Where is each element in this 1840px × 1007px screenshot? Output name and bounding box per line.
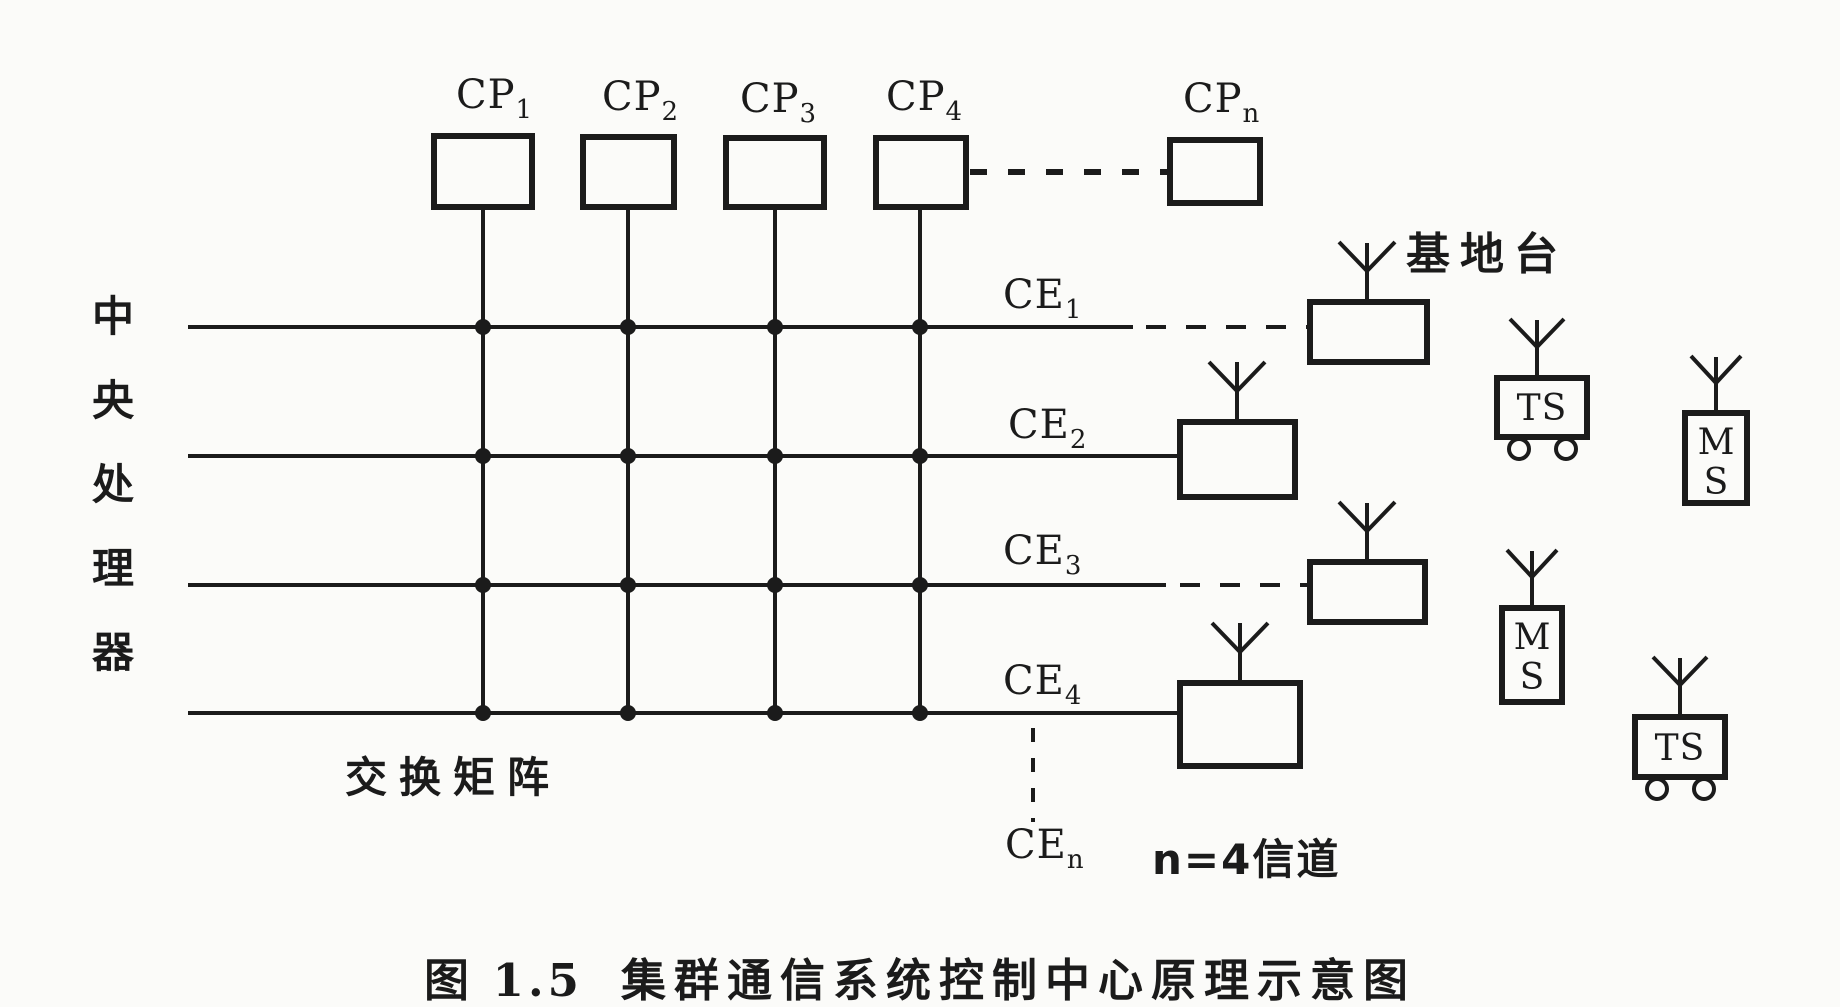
ce4-label: CE4 bbox=[1003, 658, 1081, 711]
terminal-station-1-label: TS bbox=[1516, 388, 1568, 429]
cp3-label-base: CP bbox=[740, 76, 800, 122]
cp3-box bbox=[723, 135, 827, 210]
ce1-label-sub: 1 bbox=[1064, 295, 1082, 325]
cp4-label: CP4 bbox=[886, 74, 962, 127]
ce4-label-sub: 4 bbox=[1064, 681, 1082, 711]
junction-dot bbox=[475, 319, 491, 335]
mobile-station-2-label: M S bbox=[1502, 618, 1562, 698]
cpn-label: CPn bbox=[1183, 76, 1259, 129]
crosspoint-dots bbox=[475, 319, 928, 721]
terminal-station-2-wheel bbox=[1692, 777, 1716, 801]
central-processor-char: 器 bbox=[91, 628, 134, 677]
terminal-station-1-box bbox=[1494, 375, 1590, 440]
cen-label-base: CE bbox=[1005, 822, 1067, 868]
base-station-2-antenna-icon bbox=[1207, 360, 1267, 422]
ce1-label-base: CE bbox=[1003, 272, 1065, 318]
junction-dot bbox=[912, 577, 928, 593]
junction-dot bbox=[475, 448, 491, 464]
cp2-label-sub: 2 bbox=[661, 97, 679, 127]
cp2-label: CP2 bbox=[602, 74, 678, 127]
mobile-station-1-label-m: M bbox=[1697, 422, 1735, 463]
terminal-station-1-wheel bbox=[1554, 437, 1578, 461]
terminal-station-1-antenna-icon bbox=[1508, 317, 1566, 378]
ce4-label-base: CE bbox=[1003, 658, 1065, 704]
terminal-station-2-label: TS bbox=[1654, 728, 1706, 769]
junction-dot bbox=[767, 577, 783, 593]
junction-dot bbox=[475, 705, 491, 721]
cp1-label: CP1 bbox=[456, 72, 532, 125]
cp1-box bbox=[431, 133, 535, 210]
cpn-label-base: CP bbox=[1183, 76, 1243, 122]
junction-dot bbox=[475, 577, 491, 593]
base-station-3-box bbox=[1307, 559, 1428, 625]
ce2-label-base: CE bbox=[1008, 402, 1070, 448]
mobile-station-2-label-m: M bbox=[1513, 617, 1551, 658]
cp4-label-base: CP bbox=[886, 74, 946, 120]
junction-dot bbox=[912, 448, 928, 464]
mobile-station-2-antenna-icon bbox=[1505, 548, 1559, 608]
cpn-box bbox=[1167, 137, 1263, 206]
base-station-label: 基地台 bbox=[1406, 229, 1568, 280]
figure-caption: 图 1.5 集群通信系统控制中心原理示意图 bbox=[0, 944, 1840, 1007]
mobile-station-2-label-s: S bbox=[1519, 657, 1545, 698]
base-station-4-box bbox=[1177, 680, 1303, 769]
central-processor-char: 央 bbox=[91, 376, 134, 425]
cen-label: CEn bbox=[1005, 822, 1084, 875]
switch-matrix-label: 交换矩阵 bbox=[345, 753, 562, 802]
junction-dot bbox=[620, 705, 636, 721]
junction-dot bbox=[767, 705, 783, 721]
mobile-station-1-antenna-icon bbox=[1689, 354, 1743, 413]
junction-dot bbox=[912, 705, 928, 721]
cen-label-sub: n bbox=[1066, 845, 1084, 875]
figure-title: 集群通信系统控制中心原理示意图 bbox=[620, 954, 1416, 1007]
base-station-2-box bbox=[1177, 419, 1298, 500]
ce2-label-sub: 2 bbox=[1069, 425, 1087, 455]
base-station-1-box bbox=[1307, 299, 1430, 365]
mobile-station-1-label-s: S bbox=[1703, 462, 1729, 503]
junction-dot bbox=[912, 319, 928, 335]
terminal-station-1-wheel bbox=[1507, 437, 1531, 461]
ce3-label: CE3 bbox=[1003, 528, 1081, 581]
base-station-1-antenna-icon bbox=[1337, 240, 1397, 302]
channel-count-note: n=4信道 bbox=[1152, 835, 1341, 884]
central-processor-char: 中 bbox=[91, 292, 134, 341]
cp4-label-sub: 4 bbox=[945, 97, 963, 127]
ce3-label-sub: 3 bbox=[1064, 551, 1082, 581]
junction-dot bbox=[767, 319, 783, 335]
ce3-label-base: CE bbox=[1003, 528, 1065, 574]
junction-dot bbox=[620, 448, 636, 464]
cp1-label-sub: 1 bbox=[515, 95, 533, 125]
cp2-label-base: CP bbox=[602, 74, 662, 120]
central-processor-char: 处 bbox=[91, 460, 134, 509]
central-processor-char: 理 bbox=[91, 544, 134, 593]
cp4-box bbox=[873, 135, 969, 210]
terminal-station-2-wheel bbox=[1645, 777, 1669, 801]
cp3-label: CP3 bbox=[740, 76, 816, 129]
cp2-box bbox=[580, 134, 677, 210]
terminal-station-2-antenna-icon bbox=[1651, 655, 1709, 717]
junction-dot bbox=[620, 577, 636, 593]
cp1-label-base: CP bbox=[456, 72, 516, 118]
cp3-label-sub: 3 bbox=[799, 99, 817, 129]
cpn-label-sub: n bbox=[1242, 99, 1260, 129]
base-station-3-antenna-icon bbox=[1337, 500, 1397, 562]
junction-dot bbox=[620, 319, 636, 335]
base-station-4-antenna-icon bbox=[1210, 621, 1270, 683]
ce2-label: CE2 bbox=[1008, 402, 1086, 455]
mobile-station-1-label: M S bbox=[1685, 423, 1747, 503]
ce1-label: CE1 bbox=[1003, 272, 1081, 325]
central-processor-label: 中 央 处 理 器 bbox=[90, 296, 136, 674]
junction-dot bbox=[767, 448, 783, 464]
figure-number: 图 1.5 bbox=[424, 954, 583, 1007]
